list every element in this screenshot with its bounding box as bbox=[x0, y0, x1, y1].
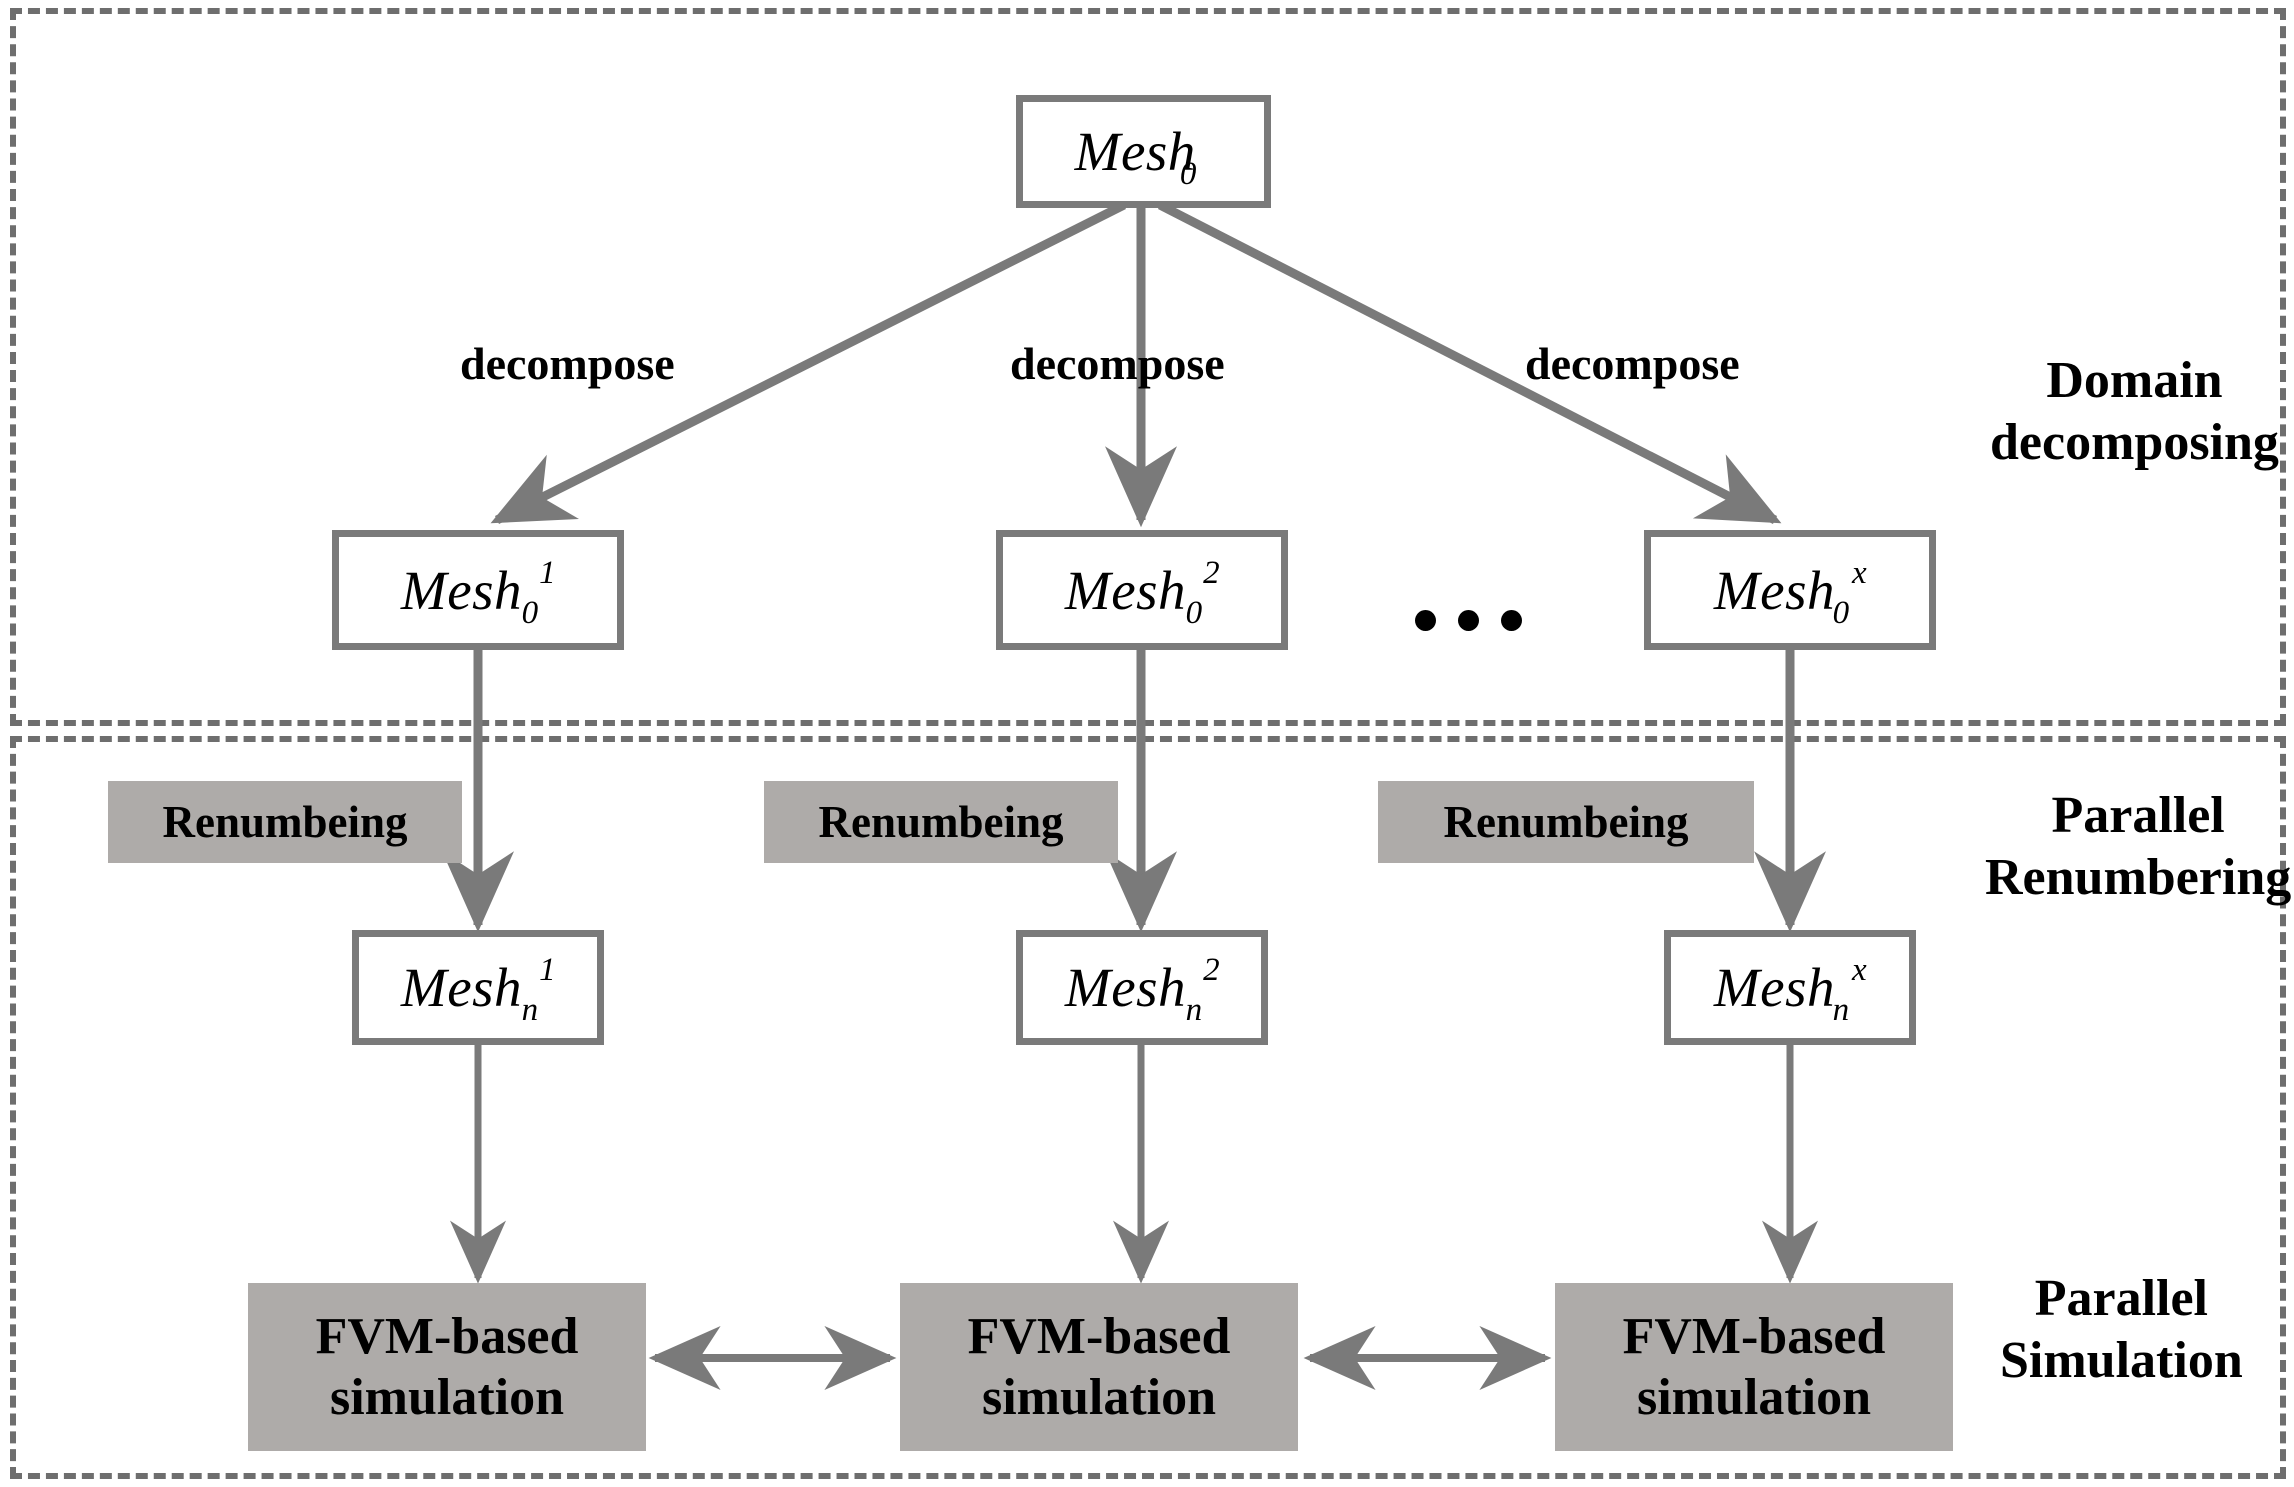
section-title-domain-line2: decomposing bbox=[1990, 414, 2279, 472]
mesh-root-base: Mesh bbox=[1074, 121, 1196, 182]
fvm-simulation-box-3-line1: FVM-based bbox=[1622, 1307, 1886, 1365]
mesh-decomposed-1-label: Mesh 10 bbox=[400, 556, 556, 629]
fvm-simulation-box-2-line2: simulation bbox=[981, 1369, 1217, 1426]
mesh-box-decomposed-1[interactable]: Mesh 10 bbox=[332, 530, 624, 650]
mesh-renumbered-x-subscript: n bbox=[1832, 992, 1850, 1028]
mesh-decomposed-2-subscript: 0 bbox=[1185, 594, 1203, 631]
mesh-root-label: Mesh0 bbox=[1074, 121, 1213, 191]
ellipsis-dot-3 bbox=[1501, 610, 1522, 631]
section-parallel-renumbering-and-simulation bbox=[10, 736, 2286, 1479]
mesh-box-decomposed-2[interactable]: Mesh 20 bbox=[996, 530, 1288, 650]
fvm-simulation-box-3-line2: simulation bbox=[1636, 1369, 1872, 1426]
mesh-decomposed-1-base: Mesh bbox=[400, 559, 523, 621]
edge-label-decompose-3: decompose bbox=[1525, 338, 1740, 389]
mesh-decomposed-2-superscript: 2 bbox=[1203, 554, 1220, 591]
mesh-renumbered-2-base: Mesh bbox=[1064, 957, 1187, 1018]
mesh-box-root[interactable]: Mesh0 bbox=[1016, 95, 1271, 208]
section-title-simulation-line2: Simulation bbox=[2000, 1332, 2243, 1390]
edge-label-decompose-1: decompose bbox=[460, 338, 675, 389]
mesh-renumbered-x-superscript: x bbox=[1851, 952, 1867, 988]
mesh-decomposed-x-superscript: x bbox=[1851, 554, 1867, 591]
renumbering-band-3-label: Renumbeing bbox=[1443, 797, 1689, 847]
mesh-renumbered-1-superscript: 1 bbox=[539, 952, 556, 988]
section-domain-decomposing bbox=[10, 8, 2286, 726]
mesh-decomposed-2-label: Mesh 20 bbox=[1064, 556, 1220, 629]
renumbering-band-3[interactable]: Renumbeing bbox=[1378, 781, 1754, 863]
fvm-simulation-box-2-line1: FVM-based bbox=[967, 1307, 1231, 1365]
section-title-parallel-renumbering: Parallel Renumbering bbox=[1985, 785, 2291, 910]
mesh-renumbered-1-base: Mesh bbox=[400, 957, 523, 1018]
mesh-root-subscript: 0 bbox=[1179, 156, 1197, 192]
section-title-simulation-line1: Parallel bbox=[2034, 1270, 2208, 1327]
mesh-box-renumbered-1[interactable]: Mesh 1n bbox=[352, 930, 604, 1045]
mesh-renumbered-1-label: Mesh 1n bbox=[400, 954, 556, 1027]
fvm-simulation-box-1[interactable]: FVM-based simulation bbox=[248, 1283, 646, 1451]
mesh-renumbered-x-base: Mesh bbox=[1713, 957, 1835, 1018]
mesh-box-renumbered-2[interactable]: Mesh 2n bbox=[1016, 930, 1268, 1045]
fvm-simulation-box-2[interactable]: FVM-based simulation bbox=[900, 1283, 1298, 1451]
fvm-simulation-box-1-line2: simulation bbox=[329, 1369, 565, 1426]
renumbering-band-2[interactable]: Renumbeing bbox=[764, 781, 1118, 863]
section-title-renumbering-line2: Renumbering bbox=[1985, 849, 2292, 907]
section-title-domain-line1: Domain bbox=[2046, 352, 2223, 409]
mesh-decomposed-x-base: Mesh bbox=[1713, 559, 1835, 621]
section-title-parallel-simulation: Parallel Simulation bbox=[2000, 1268, 2243, 1393]
mesh-renumbered-2-subscript: n bbox=[1185, 992, 1203, 1028]
section-title-renumbering-line1: Parallel bbox=[2051, 787, 2225, 844]
ellipsis-dot-1 bbox=[1415, 610, 1436, 631]
renumbering-band-1-label: Renumbeing bbox=[162, 797, 408, 847]
fvm-simulation-box-3[interactable]: FVM-based simulation bbox=[1555, 1283, 1953, 1451]
edge-label-decompose-2: decompose bbox=[1010, 338, 1225, 389]
mesh-renumbered-1-subscript: n bbox=[521, 992, 539, 1028]
mesh-decomposed-x-subscript: 0 bbox=[1832, 594, 1850, 631]
fvm-simulation-box-1-line1: FVM-based bbox=[315, 1307, 579, 1365]
ellipsis-dot-2 bbox=[1458, 610, 1479, 631]
mesh-decomposed-2-base: Mesh bbox=[1064, 559, 1187, 621]
mesh-decomposed-1-subscript: 0 bbox=[521, 594, 539, 631]
mesh-renumbered-2-label: Mesh 2n bbox=[1064, 954, 1220, 1027]
renumbering-band-1[interactable]: Renumbeing bbox=[108, 781, 462, 863]
section-title-domain-decomposing: Domain decomposing bbox=[1990, 350, 2279, 475]
ellipsis-icon bbox=[1415, 610, 1522, 631]
renumbering-band-2-label: Renumbeing bbox=[818, 797, 1064, 847]
mesh-renumbered-2-superscript: 2 bbox=[1203, 952, 1220, 988]
mesh-decomposed-1-superscript: 1 bbox=[539, 554, 556, 591]
